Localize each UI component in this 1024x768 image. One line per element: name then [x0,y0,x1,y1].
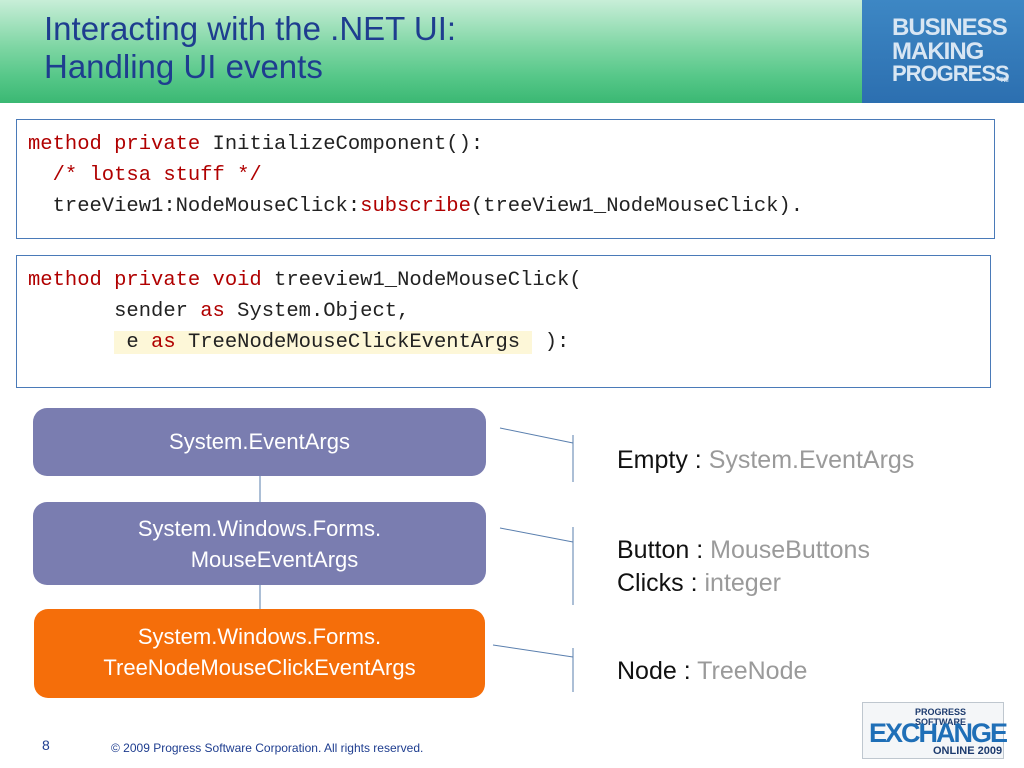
property-name: Button : [617,536,711,564]
class-namespace: System.Windows.Forms. [137,516,382,541]
callout-line [499,527,574,543]
title-line-1: Interacting with the .NET UI: [44,10,457,47]
code-text: ): [532,331,570,354]
brand-logo: BUSINESS MAKING PROGRESS TM [862,0,1024,103]
title-banner: Interacting with the .NET UI: Handling U… [0,0,862,103]
class-box-eventargs: System.EventArgs [33,408,486,476]
page-title: Interacting with the .NET UI: Handling U… [44,10,456,86]
brand-line-3: PROGRESS [892,61,1010,86]
code-highlight: e as TreeNodeMouseClickEventArgs [114,331,533,354]
brand-line-1: BUSINESS [892,14,1008,41]
property-name: Clicks : [617,569,705,597]
code-text: sender [28,300,201,323]
property-name: Empty : [617,446,709,474]
code-text: treeView1:NodeMouseClick: [28,195,361,218]
code-line: sender as System.Object, [28,296,990,327]
exchange-logo-top: PROGRESS SOFTWARE [915,707,967,727]
class-name: TreeNodeMouseClickEventArgs [103,655,416,680]
class-box-mouseeventargs: System.Windows.Forms. MouseEventArgs [33,502,486,585]
code-line: /* lotsa stuff */ [28,160,994,191]
property-clicks: Clicks : integer [617,567,870,600]
code-comment: /* lotsa stuff */ [28,164,262,187]
exchange-logo-bottom: ONLINE 2009 [933,745,1003,757]
class-name: System.EventArgs [169,429,350,454]
exchange-logo-main: EXCHANGE [869,718,1008,748]
property-empty: Empty : System.EventArgs [617,444,914,477]
property-type: System.EventArgs [708,446,915,474]
property-type: MouseButtons [710,536,870,564]
class-box-treenodemouseclickeventargs: System.Windows.Forms. TreeNodeMouseClick… [34,609,485,698]
code-line: treeView1:NodeMouseClick:subscribe(treeV… [28,191,994,222]
code-keyword: as [151,331,176,354]
code-line: method private InitializeComponent(): [28,129,994,160]
code-block-initialize: method private InitializeComponent(): /*… [16,119,995,239]
code-line: method private void treeview1_NodeMouseC… [28,265,990,296]
callout-line [492,644,574,658]
code-text: e [114,331,152,354]
code-text: System.Object, [224,300,410,323]
code-text: InitializeComponent(): [200,133,484,156]
code-text: treeview1_NodeMouseClick( [261,269,582,292]
code-keyword: subscribe [360,195,471,218]
callout-line [499,427,574,444]
property-node: Node : TreeNode [617,655,807,688]
code-keyword: method private void [28,269,262,292]
property-name: Node : [617,657,698,685]
page-number: 8 [42,737,50,753]
exchange-logo: PROGRESS SOFTWARE EXCHANGE ONLINE 2009 [862,702,1008,759]
code-block-handler: method private void treeview1_NodeMouseC… [16,255,991,388]
code-line: e as TreeNodeMouseClickEventArgs ): [28,327,990,358]
brand-trademark: TM [1000,78,1009,84]
code-keyword: method private [28,133,201,156]
property-type: integer [704,569,781,597]
title-line-2: Handling UI events [44,48,323,85]
code-text: (treeView1_NodeMouseClick). [470,195,804,218]
property-type: TreeNode [697,657,808,685]
class-namespace: System.Windows.Forms. [137,624,382,649]
code-keyword: as [200,300,225,323]
code-text: TreeNodeMouseClickEventArgs [175,331,533,354]
copyright-notice: © 2009 Progress Software Corporation. Al… [111,741,424,755]
class-name: MouseEventArgs [190,547,359,572]
property-group-mouse: Button : MouseButtons Clicks : integer [617,534,870,600]
property-button: Button : MouseButtons [617,534,870,567]
brand-line-2: MAKING [892,38,984,65]
